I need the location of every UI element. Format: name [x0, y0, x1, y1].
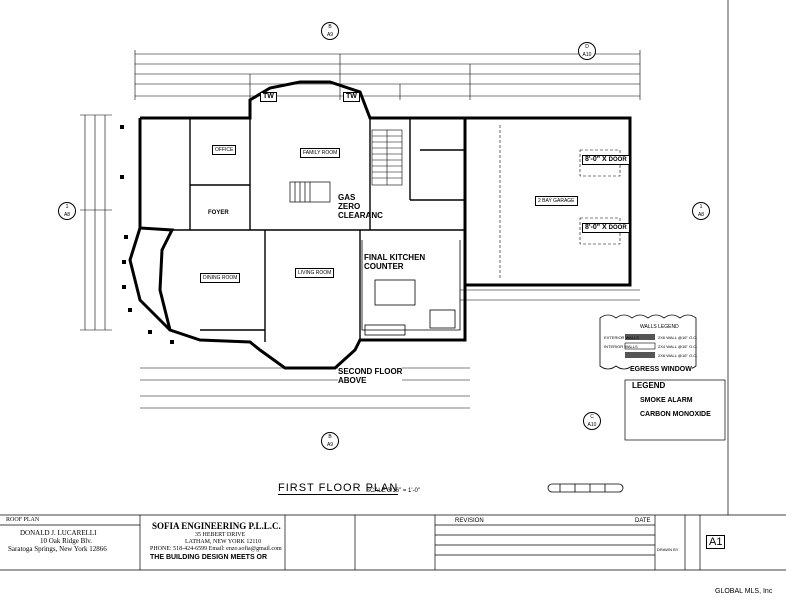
label-foyer: FOYER [208, 210, 229, 216]
scale-bar [547, 483, 624, 493]
walls-legend-type: INTERIOR WALLS [604, 344, 638, 349]
garage-door-label: 8'-0" X DOOR [582, 223, 630, 233]
owner-address-2: Saratoga Springs, New York 12866 [8, 545, 107, 553]
window-tag: TW [343, 92, 360, 102]
walls-legend-entry: 2X6 WALL @16" O.C. [658, 353, 698, 358]
family-room-fixtures [289, 181, 331, 203]
room-label-family: FAMILY ROOM [300, 148, 341, 158]
firm-contact: PHONE: 518-424-6599 Email: enzo.sofia@gm… [150, 546, 282, 552]
legend-co: CARBON MONOXIDE [640, 410, 711, 419]
legend-title: LEGEND [632, 381, 666, 390]
sheet-title: FIRST FLOOR PLAN [278, 482, 399, 495]
egress-window-label: EGRESS WINDOW [630, 365, 692, 374]
room-label-living: LIVING ROOM [295, 268, 335, 278]
title-block-frame [0, 0, 786, 571]
design-disclaimer: THE BUILDING DESIGN MEETS OR [150, 554, 268, 561]
owner-address-1: 10 Oak Ridge Blv. [40, 537, 93, 545]
callout-second-floor: SECOND FLOOR ABOVE [338, 367, 403, 385]
porch-columns [120, 125, 174, 344]
firm-name: SOFIA ENGINEERING P.L.L.C. [152, 521, 281, 531]
kitchen-counters [361, 240, 461, 336]
drawn-by-label: DRAWN BY [657, 547, 679, 552]
owner-name: DONALD J. LUCARELLI [20, 529, 97, 537]
sheet-number: A1 [706, 535, 726, 549]
interior-walls [172, 100, 465, 342]
room-label-office: OFFICE [212, 145, 237, 155]
callout-gas-zero: GAS ZERO CLEARANC [338, 193, 383, 220]
sheet-scale: SCALE 3/16" = 1'-0" [366, 488, 420, 494]
top-dimension-lines [134, 50, 641, 100]
legend-box [624, 379, 726, 441]
walls-legend-type: EXTERIOR WALLS [604, 335, 639, 340]
date-header: DATE [635, 518, 651, 524]
firm-address-1: 35 HEBERT DRIVE [195, 532, 246, 538]
walls-legend-title: WALLS LEGEND [640, 324, 679, 330]
walls-legend-entry: 2X4 WALL @16" O.C. [658, 344, 698, 349]
walls-legend-entry: 2X6 WALL @16" O.C. [658, 335, 698, 340]
callout-final-kitchen: FINAL KITCHEN COUNTER [364, 253, 426, 271]
stairs [371, 129, 403, 186]
mls-watermark: GLOBAL MLS, Inc [715, 588, 773, 595]
left-dimension-lines [80, 114, 112, 331]
firm-address-2: LATHAM, NEW YORK 12110 [185, 539, 262, 545]
room-label-garage: 2 BAY GARAGE [535, 196, 578, 206]
garage-door-label: 8'-0" X DOOR [582, 155, 630, 165]
legend-smoke: SMOKE ALARM [640, 396, 693, 405]
revision-header: REVISION [455, 518, 484, 524]
roof-plan-label: ROOF PLAN [6, 517, 40, 523]
window-tag: TW [260, 92, 277, 102]
room-label-dining: DINING ROOM [200, 273, 241, 283]
